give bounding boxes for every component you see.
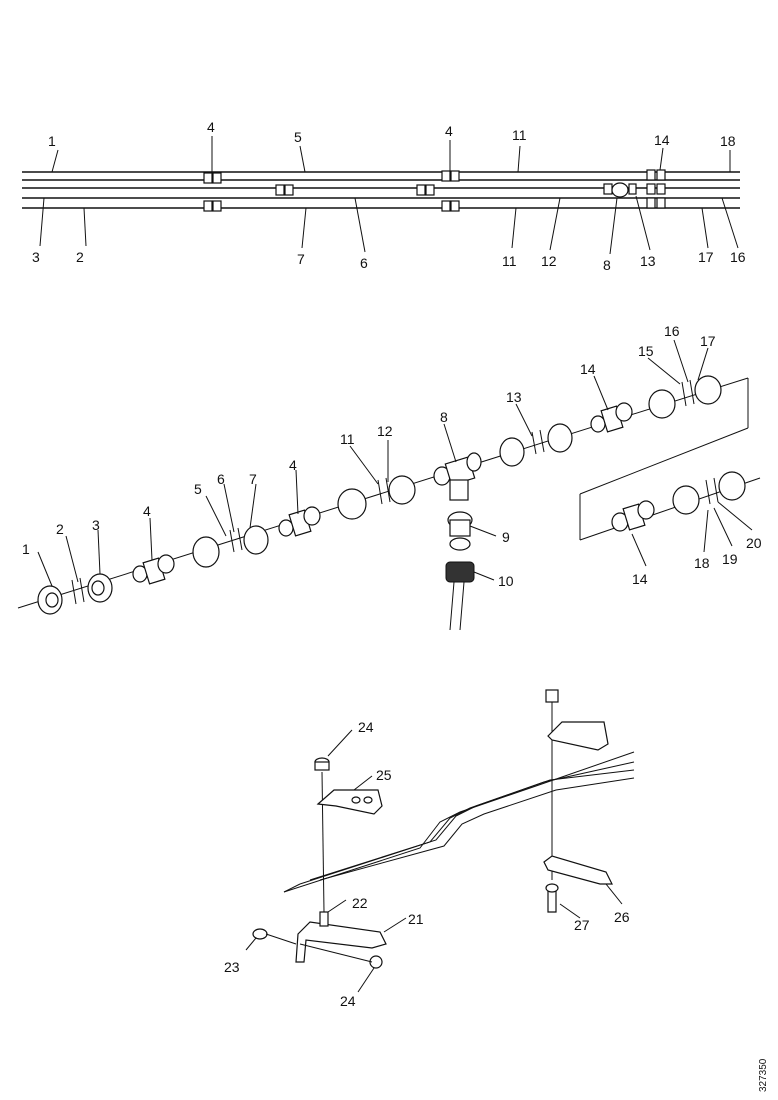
callout-12: 12: [377, 423, 393, 439]
schematic-leaders: [39, 136, 739, 255]
callout-13: 13: [640, 253, 656, 269]
bolt-part-23: [252, 928, 297, 945]
callout-3: 3: [92, 517, 100, 533]
callout-6: 6: [217, 471, 225, 487]
callout-14: 14: [654, 132, 670, 148]
callout-15: 15: [638, 343, 654, 359]
bracket-assembly: 24 25 22 21 23 24 27 26: [224, 689, 635, 1009]
callout-18: 18: [694, 555, 710, 571]
callout-6: 6: [360, 255, 368, 271]
bolt-part-27: [547, 889, 557, 913]
stud-line-left: [321, 771, 325, 913]
nut-part-20: [718, 471, 746, 501]
callout-20: 20: [746, 535, 762, 551]
nut-top-right: [545, 689, 559, 703]
callout-8: 8: [440, 409, 448, 425]
callout-3: 3: [32, 249, 40, 265]
nut-part-11: [337, 488, 367, 520]
callout-18: 18: [720, 133, 736, 149]
callout-16: 16: [664, 323, 680, 339]
callout-7: 7: [249, 471, 257, 487]
callout-2: 2: [56, 521, 64, 537]
callout-4: 4: [207, 119, 215, 135]
callout-10: 10: [498, 573, 514, 589]
nut-part-15: [648, 389, 676, 419]
reference-code: 327350: [758, 1058, 769, 1092]
callout-2: 2: [76, 249, 84, 265]
callout-17: 17: [698, 249, 714, 265]
callout-27: 27: [574, 917, 590, 933]
callout-11: 11: [512, 127, 527, 143]
callout-24: 24: [340, 993, 356, 1009]
callout-4: 4: [143, 503, 151, 519]
callout-5: 5: [294, 129, 302, 145]
nut-part-17: [694, 375, 722, 405]
nut-part-5: [192, 536, 220, 568]
callout-4: 4: [289, 457, 297, 473]
nut-part-18: [672, 485, 700, 515]
callout-14: 14: [632, 571, 648, 587]
bracket-part-21: [295, 921, 387, 963]
bracket-leaders: [245, 729, 623, 993]
callout-17: 17: [700, 333, 716, 349]
schematic-coupling: [203, 169, 666, 212]
callout-23: 23: [224, 959, 240, 975]
callout-4: 4: [445, 123, 453, 139]
callout-7: 7: [297, 251, 305, 267]
plate-part-26: [543, 855, 613, 885]
callout-1: 1: [48, 133, 56, 149]
clip-part-25: [316, 789, 383, 815]
fitting-leaders: [37, 339, 753, 587]
callout-25: 25: [376, 767, 392, 783]
frame-rail: [283, 751, 635, 893]
nut-part-10: [445, 561, 475, 583]
callout-21: 21: [408, 911, 424, 927]
callout-22: 22: [352, 895, 368, 911]
nut-part-12: [388, 475, 416, 505]
callout-11: 11: [340, 431, 355, 447]
exploded-fittings: 1 2 3 4 5 6 7 4 11 12 8 9 10 13 14 15 16…: [17, 323, 762, 631]
callout-9: 9: [502, 529, 510, 545]
callout-1: 1: [22, 541, 30, 557]
callout-13: 13: [506, 389, 522, 405]
callout-8: 8: [603, 257, 611, 273]
callout-19: 19: [722, 551, 738, 567]
nut-part-7: [243, 525, 269, 555]
callout-16: 16: [730, 249, 746, 265]
clip-top-right: [547, 721, 609, 751]
pipe-schematic: 1 3 2 4 5 7 6 4 11 11 12 8 13 14 17 18 1…: [22, 119, 746, 273]
callout-12: 12: [541, 253, 557, 269]
stud-part-22: [319, 911, 329, 927]
callout-24: 24: [358, 719, 374, 735]
nut-part-13: [499, 437, 525, 467]
callout-11: 11: [502, 253, 517, 269]
callout-26: 26: [614, 909, 630, 925]
callout-5: 5: [194, 481, 202, 497]
fitting-parts: [37, 375, 722, 631]
callout-14: 14: [580, 361, 596, 377]
subassembly-parts: [611, 471, 746, 532]
